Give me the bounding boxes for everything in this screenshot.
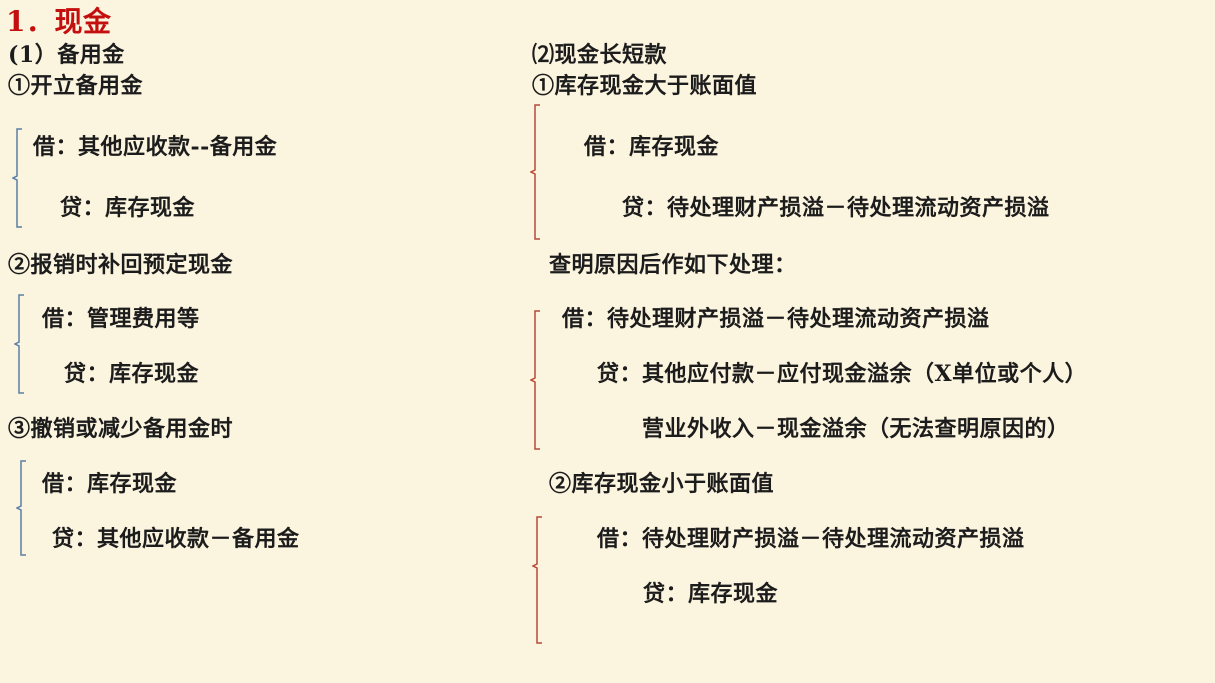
section-heading-cash-over-short: ⑵现金长短款 [532,42,668,68]
subsection-title-cash-over: ①库存现金大于账面值 [532,73,758,99]
subsection-title-cancel-petty-cash: ③撤销或减少备用金时 [8,416,234,442]
entry-debit: 借：库存现金 [42,471,178,497]
entry-credit: 贷：其他应收款－备用金 [52,526,300,552]
entry-debit: 借：库存现金 [584,134,720,160]
entry-credit: 贷：待处理财产损溢－待处理流动资产损溢 [622,195,1050,221]
entry-bracket-cash-over [530,104,542,240]
entry-bracket-open-petty-cash [12,128,24,228]
entry-bracket-reimburse [14,294,26,394]
entry-credit: 贷：库存现金 [60,195,196,221]
section-heading-petty-cash: (1）备用金 [8,42,125,68]
entry-debit: 借：其他应收款--备用金 [33,134,278,160]
subsection-title-cash-short: ②库存现金小于账面值 [549,471,775,497]
entry-credit: 营业外收入－现金溢余（无法查明原因的） [642,416,1070,442]
entry-debit: 借：待处理财产损溢－待处理流动资产损溢 [597,526,1025,552]
entry-debit: 借：管理费用等 [42,306,200,332]
entry-bracket-cash-short [532,516,544,644]
entry-bracket-cancel-petty-cash [16,460,28,556]
entry-credit: 贷：其他应付款－应付现金溢余（X单位或个人） [597,361,1088,387]
entry-debit: 借：待处理财产损溢－待处理流动资产损溢 [562,306,990,332]
entry-credit: 贷：库存现金 [64,361,200,387]
entry-credit: 贷：库存现金 [643,581,779,607]
subsection-title-reimburse: ②报销时补回预定现金 [8,252,234,278]
page-title: 1．现金 [6,5,112,38]
note-after-investigation: 查明原因后作如下处理： [549,252,797,278]
subsection-title-open-petty-cash: ①开立备用金 [8,73,144,99]
entry-bracket-resolution [530,310,542,450]
